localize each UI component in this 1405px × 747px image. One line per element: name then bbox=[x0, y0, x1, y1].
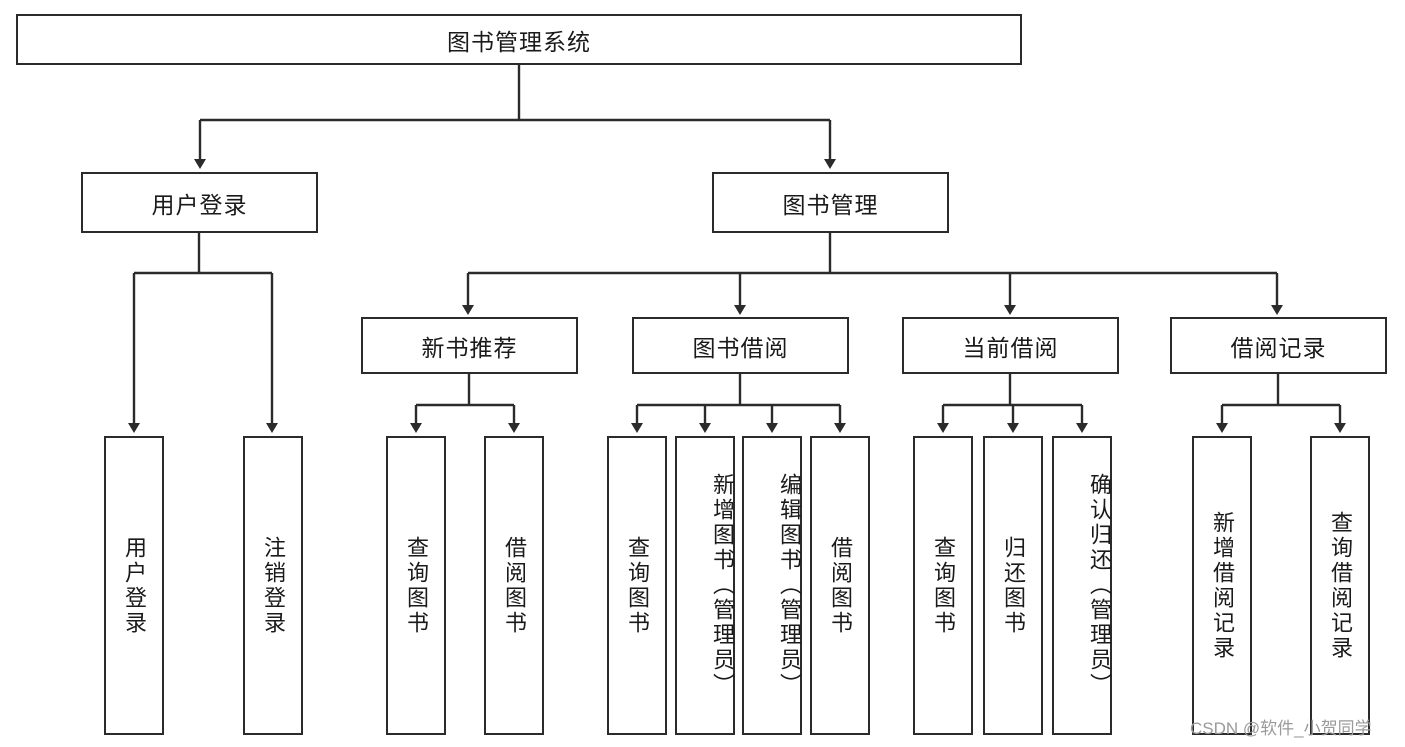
node-current-borrow[interactable]: 当前借阅 bbox=[902, 317, 1119, 374]
node-current-borrow-label: 当前借阅 bbox=[962, 334, 1059, 361]
node-root[interactable]: 图书管理系统 bbox=[16, 14, 1022, 65]
leaf-query-book-current[interactable]: 查询图书 bbox=[913, 436, 973, 735]
leaf-add-record-label: 新增借阅记录 bbox=[1210, 510, 1235, 661]
leaf-edit-book-label: 编辑图书（管理员） bbox=[777, 473, 802, 698]
leaf-edit-book[interactable]: 编辑图书（管理员） bbox=[742, 436, 802, 735]
leaf-query-book-rec[interactable]: 查询图书 bbox=[386, 436, 446, 735]
node-new-book-recommend-label: 新书推荐 bbox=[421, 334, 518, 361]
node-new-book-recommend[interactable]: 新书推荐 bbox=[361, 317, 578, 374]
leaf-logout[interactable]: 注销登录 bbox=[243, 436, 303, 735]
leaf-return-book-label: 归还图书 bbox=[1001, 535, 1026, 636]
node-root-label: 图书管理系统 bbox=[447, 28, 591, 55]
leaf-query-book-rec-label: 查询图书 bbox=[404, 535, 429, 636]
leaf-user-login-label: 用户登录 bbox=[122, 535, 147, 636]
node-book-borrow-label: 图书借阅 bbox=[692, 334, 789, 361]
leaf-borrow-book-rec[interactable]: 借阅图书 bbox=[484, 436, 544, 735]
leaf-borrow-book-rec-label: 借阅图书 bbox=[502, 535, 527, 636]
leaf-user-login[interactable]: 用户登录 bbox=[104, 436, 164, 735]
csdn-watermark: CSDN @软件_小贺同学 bbox=[1190, 719, 1372, 738]
leaf-confirm-return-label: 确认归还（管理员） bbox=[1087, 473, 1112, 698]
leaf-add-record[interactable]: 新增借阅记录 bbox=[1192, 436, 1252, 735]
leaf-return-book[interactable]: 归还图书 bbox=[983, 436, 1043, 735]
leaf-add-book-label: 新增图书（管理员） bbox=[710, 473, 735, 698]
node-book-management[interactable]: 图书管理 bbox=[712, 172, 949, 233]
node-user-login-label: 用户登录 bbox=[151, 191, 248, 218]
leaf-borrow-book[interactable]: 借阅图书 bbox=[810, 436, 870, 735]
node-user-login[interactable]: 用户登录 bbox=[81, 172, 318, 233]
leaf-add-book[interactable]: 新增图书（管理员） bbox=[675, 436, 735, 735]
node-book-management-label: 图书管理 bbox=[782, 191, 879, 218]
leaf-logout-label: 注销登录 bbox=[261, 535, 286, 636]
node-borrow-record-label: 借阅记录 bbox=[1230, 334, 1327, 361]
leaf-confirm-return[interactable]: 确认归还（管理员） bbox=[1052, 436, 1112, 735]
leaf-query-record[interactable]: 查询借阅记录 bbox=[1310, 436, 1370, 735]
leaf-borrow-book-label: 借阅图书 bbox=[828, 535, 853, 636]
leaf-query-book-current-label: 查询图书 bbox=[931, 535, 956, 636]
leaf-query-book-borrow-label: 查询图书 bbox=[625, 535, 650, 636]
node-book-borrow[interactable]: 图书借阅 bbox=[632, 317, 849, 374]
leaf-query-book-borrow[interactable]: 查询图书 bbox=[607, 436, 667, 735]
node-borrow-record[interactable]: 借阅记录 bbox=[1170, 317, 1387, 374]
leaf-query-record-label: 查询借阅记录 bbox=[1328, 510, 1353, 661]
